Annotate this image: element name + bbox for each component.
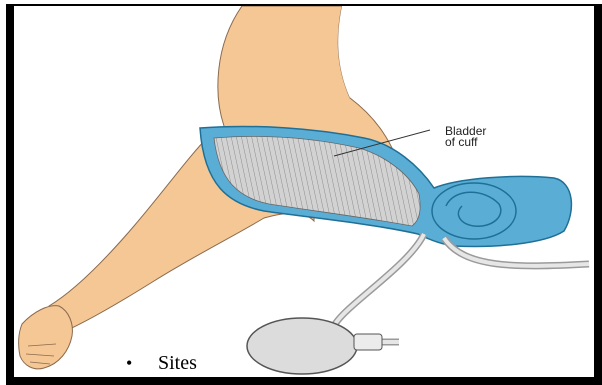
bladder-label-line-2: of cuff: [445, 137, 486, 148]
cuff-roll: [432, 183, 516, 239]
inflation-bulb: [247, 318, 357, 374]
bulb-valve: [354, 334, 382, 350]
figure-canvas: Bladder of cuff: [14, 6, 594, 377]
tube-1: [331, 234, 424, 342]
bladder-label: Bladder of cuff: [445, 126, 486, 148]
blood-pressure-cuff-illustration: [14, 6, 594, 377]
slide-bullet: •Sites: [126, 352, 197, 375]
bullet-point-icon: •: [126, 353, 158, 374]
hand: [19, 306, 73, 369]
bullet-text: Sites: [158, 352, 197, 374]
